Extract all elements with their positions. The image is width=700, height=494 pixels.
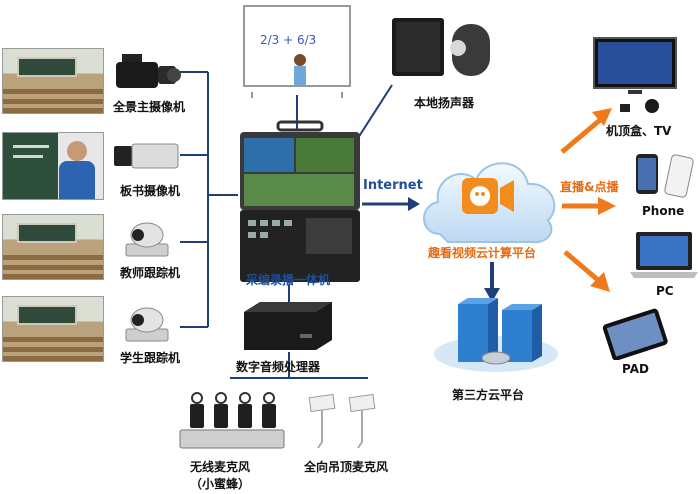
teacher-tracker-label: 教师跟踪机 [120, 266, 181, 280]
pc-label: PC [656, 284, 674, 298]
classroom-photo [2, 296, 104, 362]
panorama-camera-label: 全景主摄像机 [113, 100, 186, 114]
camcorder-icon [116, 54, 181, 88]
teacher-photo [2, 132, 104, 200]
tablet-icon [602, 308, 668, 360]
ptz-camera-icon [125, 307, 169, 342]
audio-processor-label: 数字音频处理器 [236, 360, 321, 374]
classroom-photo [2, 48, 104, 114]
recorder-label: 采编录播一体机 [246, 273, 331, 287]
wireless-mic-label-line2: （小蜜蜂） [190, 477, 251, 491]
local-speaker-label: 本地扬声器 [414, 96, 475, 110]
ptz-camera-icon [125, 222, 169, 257]
phone-label: Phone [642, 204, 685, 218]
cloud-platform-label: 趣看视频云计算平台 [428, 246, 537, 260]
live-vod-label: 直播&点播 [560, 180, 619, 194]
wireless-mic-icon [179, 392, 285, 449]
laptop-icon [630, 232, 698, 278]
ceiling-mic-icon [308, 393, 376, 449]
whiteboard-icon: 2/3 + 6/3 [243, 5, 351, 98]
tv-icon [593, 37, 677, 113]
third-party-cloud-label: 第三方云平台 [452, 388, 525, 402]
box-camera-icon [114, 143, 179, 169]
recorder-icon [240, 120, 360, 282]
board-camera-label: 板书摄像机 [120, 184, 181, 198]
cloud-icon [423, 162, 556, 244]
speaker-icon [392, 18, 490, 76]
internet-label: Internet [363, 178, 423, 193]
wireless-mic-label: 无线麦克风 （小蜜蜂） [190, 458, 250, 492]
server-icon [434, 298, 558, 372]
classroom-photo [2, 214, 104, 280]
phone-icon [636, 154, 694, 198]
svg-text:2/3 + 6/3: 2/3 + 6/3 [260, 33, 316, 47]
wireless-mic-label-line1: 无线麦克风 [190, 460, 251, 474]
ceiling-mic-label: 全向吊顶麦克风 [304, 460, 389, 474]
student-tracker-label: 学生跟踪机 [120, 351, 181, 365]
stb-tv-label: 机顶盒、TV [606, 124, 672, 138]
audio-processor-icon [244, 302, 332, 350]
pad-label: PAD [622, 362, 649, 376]
